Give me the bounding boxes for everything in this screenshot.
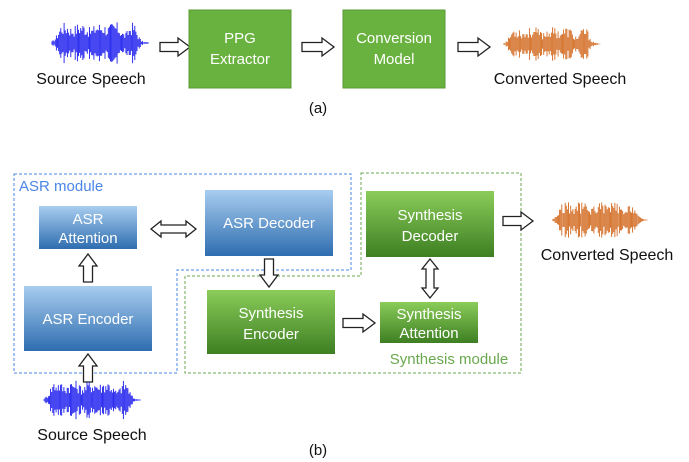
ppg-extractor-label: PPG [224, 30, 256, 47]
converted-waveform-b [552, 202, 648, 238]
arrow-shape [342, 312, 377, 334]
asr-module-label: ASR module [19, 178, 103, 195]
arrow-a3 [457, 36, 492, 58]
ppg-extractor-box [188, 9, 292, 89]
arrow-decoder-to-synth-encoder [258, 258, 280, 289]
asr-attention-label: ASR [73, 211, 104, 228]
synthesis-attention-box [380, 302, 478, 343]
synthesis-module-border [184, 172, 522, 374]
converted-waveform-a [503, 27, 601, 61]
arrow-a1 [159, 36, 192, 58]
source-waveform-b [43, 380, 141, 420]
asr-attention-box [39, 206, 137, 249]
caption-b: (b) [309, 442, 327, 459]
arrow-shape [502, 210, 535, 232]
synthesis-module-label: Synthesis module [390, 351, 508, 368]
conversion-model-label: Conversion [356, 30, 432, 47]
source-waveform-a [51, 22, 149, 64]
arrow-shape [77, 352, 99, 383]
waveform-path [552, 202, 648, 238]
synthesis-decoder-label: Synthesis [397, 207, 462, 224]
asr-attention-label: Attention [58, 230, 117, 247]
conversion-model-label: Model [374, 51, 415, 68]
synthesis-decoder-label: Decoder [402, 228, 459, 245]
caption-a: (a) [309, 100, 327, 117]
arrow-shape [258, 258, 280, 289]
arrow-synth-encoder-to-attention [342, 312, 377, 334]
waveform-path [503, 27, 601, 61]
arrow-attention-decoder [149, 219, 198, 239]
converted-speech-label-a: Converted Speech [494, 71, 627, 88]
arrow-shape [301, 36, 336, 58]
source-speech-label-a: Source Speech [36, 71, 145, 88]
waveform-path [43, 380, 141, 420]
asr-decoder-box [205, 190, 333, 256]
asr-decoder-label: ASR Decoder [223, 215, 315, 232]
synthesis-attention-label: Attention [399, 325, 458, 342]
synthesis-attention-label: Synthesis [396, 306, 461, 323]
synthesis-encoder-box [207, 290, 335, 354]
waveform-path [51, 22, 149, 64]
arrow-encoder-to-attention [77, 252, 99, 283]
source-speech-label-b: Source Speech [37, 427, 146, 444]
arrow-shape [457, 36, 492, 58]
asr-module-border [13, 173, 352, 374]
arrow-shape [420, 257, 440, 300]
arrow-synth-decoder-attention [420, 257, 440, 300]
synthesis-encoder-label: Encoder [243, 326, 299, 343]
synthesis-decoder-box [366, 191, 494, 257]
arrow-source-to-encoder [77, 352, 99, 383]
arrow-shape [77, 252, 99, 283]
arrow-synth-decoder-out [502, 210, 535, 232]
asr-encoder-box [24, 286, 152, 351]
arrow-shape [149, 219, 198, 239]
arrow-shape [159, 36, 192, 58]
converted-speech-label-b: Converted Speech [541, 247, 674, 264]
asr-encoder-label: ASR Encoder [43, 311, 134, 328]
arrow-a2 [301, 36, 336, 58]
conversion-model-box [342, 9, 446, 89]
ppg-extractor-label: Extractor [210, 51, 270, 68]
synthesis-encoder-label: Synthesis [238, 305, 303, 322]
